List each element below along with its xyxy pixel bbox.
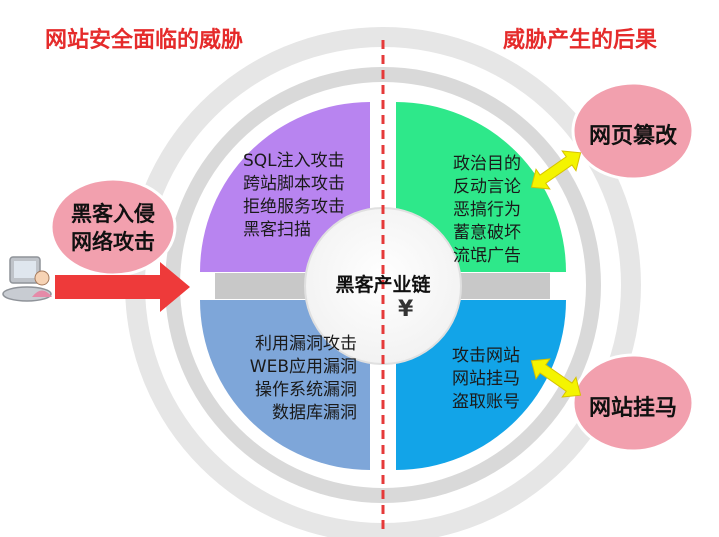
list-item: SQL注入攻击 (243, 151, 345, 171)
list-item: 拒绝服务攻击 (243, 197, 345, 217)
quadrant-top-left-list: SQL注入攻击 跨站脚本攻击 拒绝服务攻击 黑客扫描 (243, 150, 345, 242)
list-item: 政治目的 (453, 154, 521, 174)
list-item: 利用漏洞攻击 (255, 334, 357, 354)
callout-line-1: 黑客入侵 (71, 201, 155, 226)
list-item: 反动言论 (453, 177, 521, 197)
quadrant-top-left (200, 102, 370, 272)
list-item: 流氓广告 (453, 246, 521, 266)
list-item: 蓄意破坏 (453, 223, 521, 243)
consequence-label-top: 网页篡改 (588, 123, 677, 149)
quadrant-bottom-left (200, 300, 370, 470)
user-computer-icon (2, 256, 52, 302)
callout-label-left: 黑客入侵 网络攻击 (58, 200, 168, 256)
consequence-label-bottom: 网站挂马 (588, 395, 677, 421)
quadrant-top-right (396, 102, 566, 272)
red-arrow-shape (55, 262, 190, 312)
quadrant-top-right-list: 政治目的 反动言论 恶搞行为 蓄意破坏 流氓广告 (453, 153, 521, 268)
list-item: 操作系统漏洞 (255, 380, 357, 400)
list-item: 跨站脚本攻击 (243, 174, 345, 194)
list-item: 攻击网站 (452, 346, 520, 366)
consequences-heading: 威胁产生的后果 (503, 28, 658, 53)
yellow-double-arrow-bottom (530, 358, 582, 398)
list-item: 网站挂马 (452, 369, 520, 389)
yellow-double-arrow-top (530, 150, 582, 190)
list-item: 恶搞行为 (453, 200, 521, 220)
list-item: 数据库漏洞 (272, 403, 357, 423)
list-item: 黑客扫描 (243, 220, 311, 240)
yen-icon: ¥ (398, 297, 414, 322)
list-item: WEB应用漏洞 (249, 357, 357, 377)
callout-line-2: 网络攻击 (71, 229, 155, 254)
quadrant-bottom-right (396, 300, 566, 470)
threats-heading: 网站安全面临的威胁 (45, 28, 244, 53)
list-item: 盗取账号 (452, 392, 520, 412)
consequence-ellipse-top (571, 81, 695, 181)
consequence-ellipse-bottom (571, 353, 695, 453)
quadrant-bottom-left-list: 利用漏洞攻击 WEB应用漏洞 操作系统漏洞 数据库漏洞 (227, 333, 357, 425)
center-title: 黑客产业链 (335, 274, 431, 296)
quadrant-bottom-right-list: 攻击网站 网站挂马 盗取账号 (452, 345, 520, 414)
